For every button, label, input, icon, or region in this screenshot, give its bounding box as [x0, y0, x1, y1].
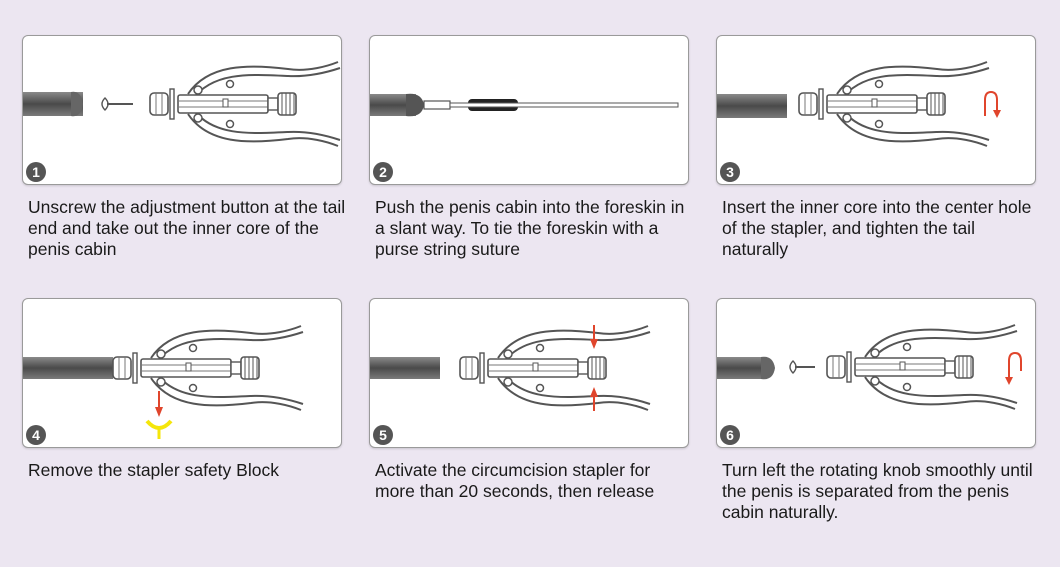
step-1-caption: Unscrew the adjustment button at the tai…: [28, 197, 346, 259]
step-5-illustration: 5: [369, 298, 689, 448]
step-number-badge: 6: [720, 425, 740, 445]
step-number-badge: 1: [26, 162, 46, 182]
step-6-caption: Turn left the rotating knob smoothly unt…: [722, 460, 1033, 522]
step-1-illustration: 1: [22, 35, 342, 185]
step-3-illustration: 3: [716, 35, 1036, 185]
step-2-caption: Push the penis cabin into the foreskin i…: [375, 197, 685, 259]
step-number-badge: 2: [373, 162, 393, 182]
stapler-disassembly-illustration: [23, 61, 341, 147]
stapler-assembly-illustration: [717, 61, 1001, 147]
stapler-activation-illustration: [370, 325, 651, 411]
step-2-illustration: 2: [369, 35, 689, 185]
cabin-separation-illustration: [717, 324, 1022, 410]
safety-block-removal-illustration: [23, 325, 304, 439]
step-number-badge: 4: [26, 425, 46, 445]
step-number-badge: 5: [373, 425, 393, 445]
step-4-illustration: 4: [22, 298, 342, 448]
step-3-caption: Insert the inner core into the center ho…: [722, 197, 1032, 259]
step-5-caption: Activate the circumcision stapler for mo…: [375, 460, 655, 501]
penis-cabin-illustration: [370, 93, 679, 117]
step-4-caption: Remove the stapler safety Block: [28, 460, 279, 480]
step-number-badge: 3: [720, 162, 740, 182]
step-6-illustration: 6: [716, 298, 1036, 448]
